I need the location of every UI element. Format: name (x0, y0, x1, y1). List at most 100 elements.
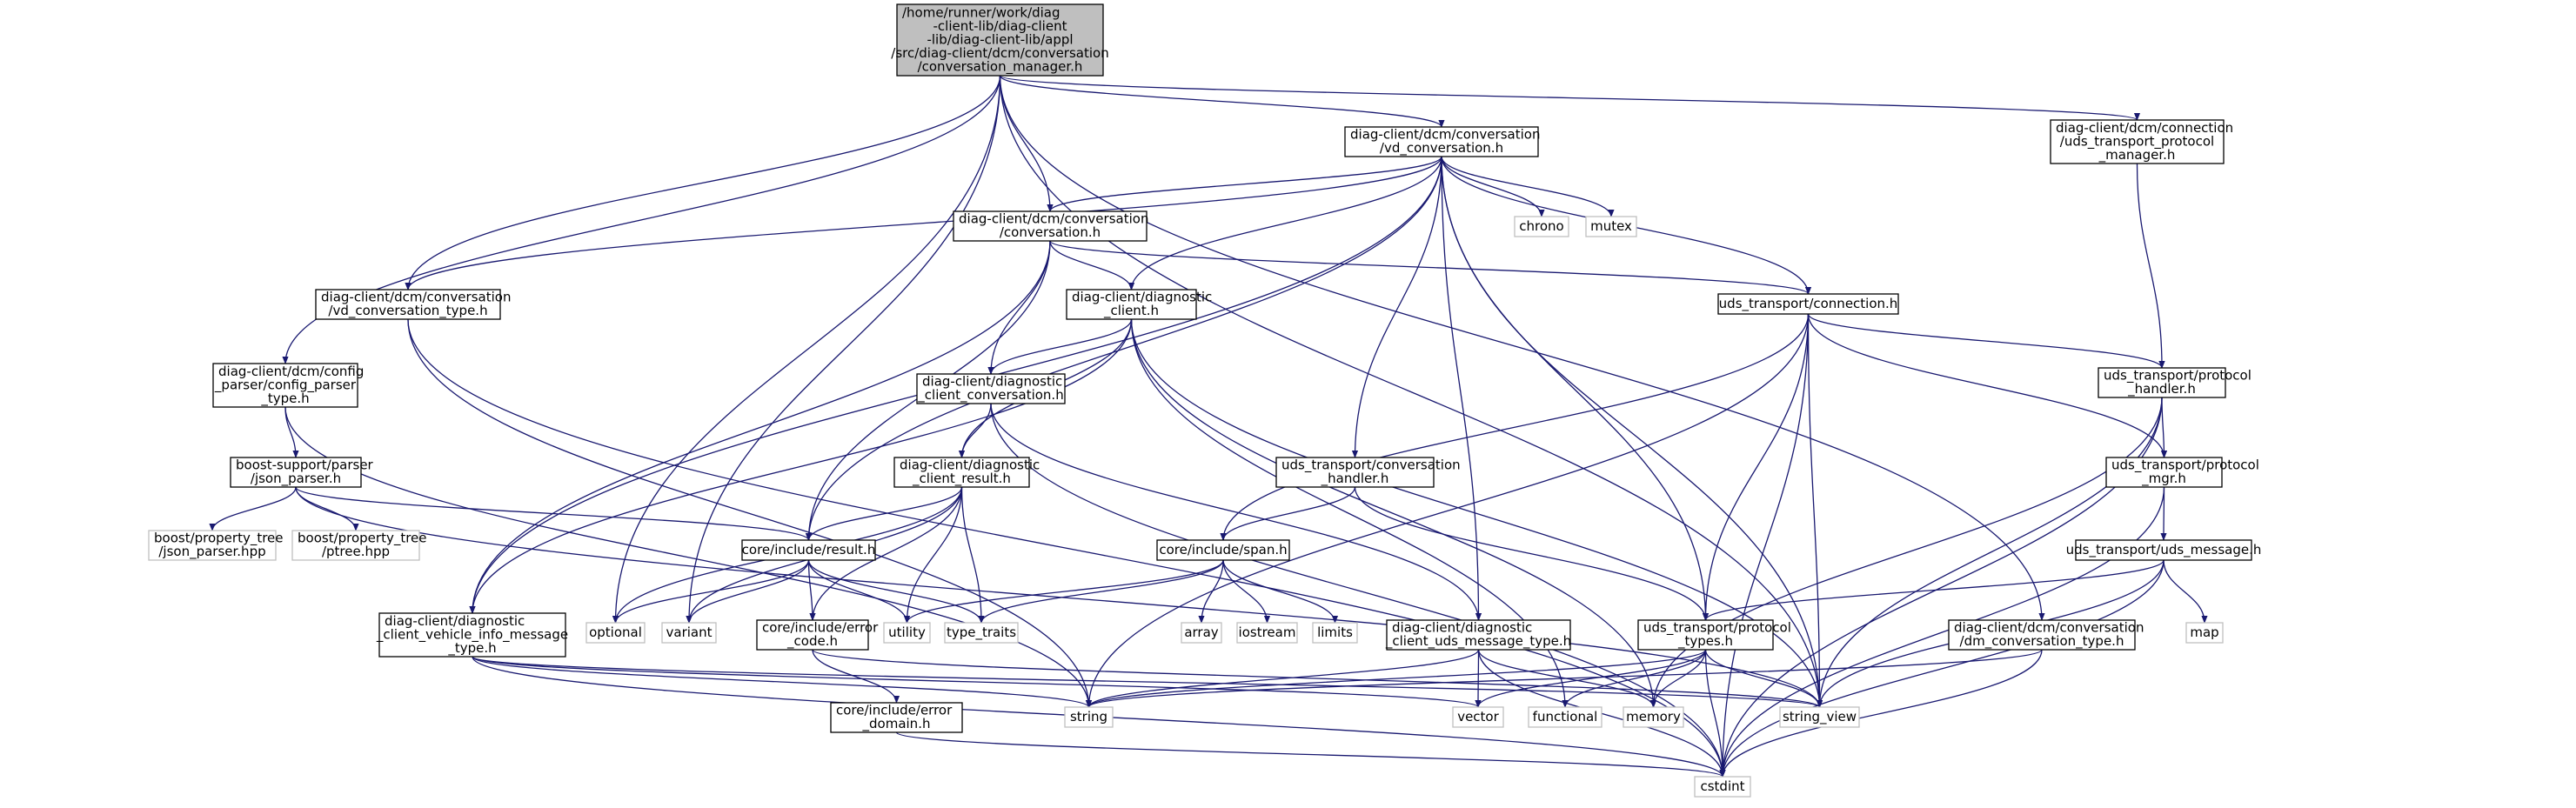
node-optional: optional (585, 622, 646, 644)
node-diagnostic-client-conversation-h[interactable]: diag-client/diagnostic_client_conversati… (916, 373, 1066, 404)
edge-error_domain_h-to-cstdint (895, 731, 1726, 778)
node-boost-ptree-hpp: boost/property_tree/ptree.hpp (291, 530, 427, 561)
edge-uds_message_h-to-map (2163, 559, 2208, 624)
edge-connection_h-to-span_h (1220, 313, 1810, 541)
node-label-line: _client.h (1103, 303, 1159, 319)
node-box (2105, 457, 2223, 488)
node-box (1623, 706, 1684, 728)
node-conversation-h[interactable]: diag-client/dcm/conversation/conversatio… (953, 210, 1148, 242)
edge-diagnostic_client_result_h-to-utility (903, 486, 963, 624)
node-protocol-mgr-h[interactable]: uds_transport/protocol_mgr.h (2105, 457, 2259, 488)
edge-vehicle_info_message_type_h-to-string (472, 656, 1092, 708)
node-box (291, 530, 420, 561)
node-uds-message-h[interactable]: uds_transport/uds_message.h (2066, 539, 2262, 561)
edge-connection_h-to-string (1085, 313, 1810, 708)
edge-conversation_handler_h-to-span_h (1220, 486, 1356, 541)
node-box (1514, 216, 1569, 237)
node-label-line: _handler.h (2127, 381, 2196, 397)
node-uds-message-type-h[interactable]: diag-client/diagnostic_client_uds_messag… (1385, 619, 1571, 651)
node-label-line: diag-client/diagnostic (385, 613, 525, 629)
node-iostream: iostream (1236, 622, 1298, 644)
node-label-line: _handler.h (1321, 471, 1389, 487)
edge-root-to-config_parser_type_h (282, 75, 1001, 364)
node-box (741, 539, 876, 561)
node-box (212, 363, 358, 408)
node-protocol-handler-h[interactable]: uds_transport/protocol_handler.h (2098, 367, 2251, 398)
node-box (1312, 622, 1358, 644)
edge-span_h-to-limits (1222, 559, 1339, 624)
node-memory: memory (1623, 706, 1684, 728)
edge-conversation_h-to-vehicle_info_message_type_h (469, 240, 1051, 614)
node-error-domain-h[interactable]: core/include/error_domain.h (830, 702, 963, 733)
node-label-line: optional (589, 624, 642, 640)
edge-vehicle_info_message_type_h-to-vector (472, 656, 1482, 708)
node-label-line: boost/property_tree (298, 531, 427, 547)
node-box (2050, 119, 2225, 164)
node-label-line: diag-client/dcm/conversation (1954, 620, 2144, 636)
node-label-line: diag-client/dcm/conversation (959, 211, 1148, 227)
node-vector: vector (1452, 706, 1504, 728)
edge-span_h-to-type_traits (978, 559, 1224, 624)
edge-diagnostic_client_h-to-string_view (1130, 318, 1823, 708)
node-uds-transport-protocol-manager-h[interactable]: diag-client/dcm/connection/uds_transport… (2050, 119, 2233, 164)
edge-diagnostic_client_result_h-to-type_traits (960, 486, 985, 624)
node-label-line: /vd_conversation.h (1380, 140, 1503, 157)
node-vd-conversation-type-h[interactable]: diag-client/dcm/conversation/vd_conversa… (315, 289, 511, 320)
node-label-line: core/include/error (762, 620, 879, 636)
edge-json_parser_h-to-result_h (295, 486, 812, 541)
node-config-parser-type-h[interactable]: diag-client/dcm/config_parser/config_par… (212, 363, 364, 408)
node-label-line: /home/runner/work/diag (902, 4, 1061, 20)
node-result-h[interactable]: core/include/result.h (741, 539, 876, 561)
node-vd-conversation-h[interactable]: diag-client/dcm/conversation/vd_conversa… (1344, 126, 1540, 157)
node-label-line: -lib/diag-client-lib/appl (927, 31, 1073, 47)
edge-uds_message_h-to-protocol_types_h (1703, 559, 2165, 621)
node-json-parser-h[interactable]: boost-support/parser/json_parser.h (230, 457, 374, 488)
node-diagnostic-client-h[interactable]: diag-client/diagnostic_client.h (1066, 289, 1212, 320)
node-box (585, 622, 646, 644)
node-dm-conversation-type-h[interactable]: diag-client/dcm/conversation/dm_conversa… (1948, 619, 2144, 651)
node-box (916, 373, 1066, 404)
node-box (1779, 706, 1860, 728)
node-root[interactable]: /home/runner/work/diag-client-lib/diag-c… (891, 3, 1109, 77)
edge-vd_conversation_h-to-vd_conversation_type_h (405, 156, 1442, 290)
node-string: string (1064, 706, 1114, 728)
node-box (1386, 619, 1571, 651)
node-span-h[interactable]: core/include/span.h (1156, 539, 1290, 561)
edge-root-to-vd_conversation_type_h (405, 75, 1001, 290)
node-label-line: /json_parser.h (251, 471, 341, 487)
node-label-line: iostream (1239, 624, 1296, 640)
edge-connection_h-to-string_view (1807, 313, 1823, 708)
edge-vd_conversation_type_h-to-string (407, 318, 1093, 708)
edge-diagnostic_client_result_h-to-error_code_h (809, 486, 963, 621)
node-box (756, 619, 869, 651)
node-box (148, 530, 277, 561)
node-label-line: /conversation.h (1000, 224, 1101, 240)
node-box (1948, 619, 2136, 651)
edge-root-to-uds_transport_protocol_manager_h (999, 75, 2140, 121)
nodes-layer: /home/runner/work/diag-client-lib/diag-c… (148, 3, 2262, 798)
node-connection-h[interactable]: uds_transport/connection.h (1717, 293, 1899, 315)
node-label-line: _mgr.h (2141, 471, 2186, 487)
node-box (893, 457, 1030, 488)
node-label-line: /dm_conversation_type.h (1960, 633, 2124, 650)
node-label-line: variant (666, 624, 713, 640)
edge-result_h-to-variant (686, 559, 810, 624)
node-label-line: /vd_conversation_type.h (328, 303, 487, 319)
node-error-code-h[interactable]: core/include/error_code.h (756, 619, 879, 651)
node-box (1066, 289, 1197, 320)
edges-layer (209, 75, 2208, 778)
node-label-line: core/include/error (836, 703, 953, 718)
edge-protocol_types_h-to-string_view (1704, 649, 1823, 708)
node-label-line: uds_transport/protocol (2111, 457, 2259, 474)
node-label-line: uds_transport/uds_message.h (2066, 542, 2262, 558)
edge-conversation_handler_h-to-protocol_types_h (1354, 486, 1710, 621)
edge-json_parser_h-to-boost_ptree_hpp (295, 486, 359, 531)
edge-diagnostic_client_conversation_h-to-diagnostic_client_result_h (958, 403, 992, 458)
edge-conversation_h-to-diagnostic_client_conversation_h (987, 240, 1051, 375)
edge-result_h-to-optional (612, 559, 810, 624)
node-label-line: /json_parser.hpp (158, 544, 265, 560)
node-protocol-types-h[interactable]: uds_transport/protocol_types.h (1637, 619, 1791, 651)
node-vehicle-info-message-type-h[interactable]: diag-client/diagnostic_client_vehicle_in… (376, 612, 568, 658)
node-diagnostic-client-result-h[interactable]: diag-client/diagnostic_client_result.h (893, 457, 1040, 488)
node-conversation-handler-h[interactable]: uds_transport/conversation_handler.h (1275, 457, 1461, 488)
